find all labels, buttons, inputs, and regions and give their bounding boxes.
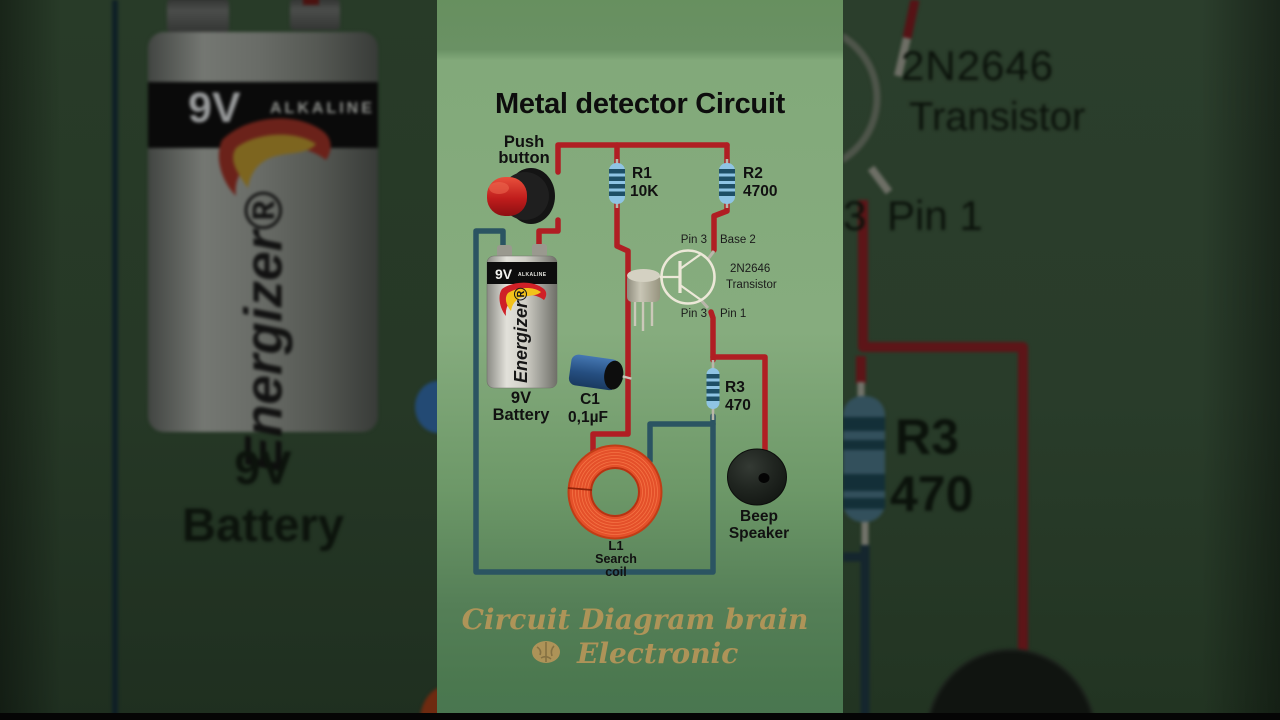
c1-value: 0,1µF bbox=[568, 409, 608, 426]
r3-red-stub bbox=[856, 356, 866, 384]
emitter-wire bbox=[708, 309, 716, 363]
pin3-partial: 3 bbox=[843, 192, 867, 239]
battery-9v: 9V ALKALINE Energizer® bbox=[486, 244, 558, 389]
resistor-r1 bbox=[609, 159, 625, 208]
r1-to-c1-wire bbox=[614, 201, 631, 377]
r3-name: R3 bbox=[725, 379, 745, 396]
page-title: Metal detector Circuit bbox=[495, 88, 786, 120]
battery-label-band: 9V ALKALINE bbox=[148, 82, 378, 148]
transistor-symbol bbox=[659, 249, 716, 309]
c1-name: C1 bbox=[580, 391, 600, 408]
watermark: Circuit Diagram brain Electronic bbox=[462, 603, 809, 670]
transistor-symbol-arc bbox=[843, 32, 881, 164]
pin-bottom-right: Pin 1 bbox=[720, 308, 746, 320]
ground-wire bbox=[473, 228, 716, 575]
left-zoom-content: 9V ALKALINE Energizer® 9V Battery bbox=[0, 0, 437, 720]
coil-label-2: coil bbox=[605, 565, 627, 579]
battery-caption-voltage: 9V bbox=[234, 441, 292, 494]
r2-value: 4700 bbox=[743, 183, 777, 200]
pin1-label: Pin 1 bbox=[887, 192, 983, 239]
coil-label-1: Search bbox=[595, 552, 637, 566]
r3-value: 470 bbox=[725, 397, 751, 414]
coil-name: L1 bbox=[608, 538, 623, 553]
transistor-word: Transistor bbox=[726, 279, 777, 291]
transistor-word: Transistor bbox=[909, 95, 1086, 139]
pin-top-right: Base 2 bbox=[720, 234, 756, 246]
transistor-part-number: 2N2646 bbox=[901, 42, 1055, 89]
r3-name-large: R3 bbox=[895, 409, 959, 465]
speaker-label-2: Speaker bbox=[729, 525, 789, 542]
battery-brand: Energizer® bbox=[511, 287, 531, 383]
lead-tip-2 bbox=[867, 165, 893, 195]
battery-caption-word: Battery bbox=[182, 498, 344, 551]
coil-return-wire bbox=[647, 421, 716, 464]
battery-caption-1: 9V bbox=[511, 389, 531, 407]
r1-name: R1 bbox=[632, 165, 652, 182]
c1-to-coil-wire bbox=[590, 371, 631, 455]
lead-tip bbox=[894, 37, 911, 77]
watermark-line2: Electronic bbox=[576, 637, 738, 670]
transistor-part: 2N2646 bbox=[730, 263, 770, 275]
letterbox-bar bbox=[0, 713, 1280, 720]
right-zoom-panel: 2N2646 Transistor 3 Pin 1 R3 470 bbox=[843, 0, 1280, 720]
teal-wire-large bbox=[843, 545, 870, 720]
capacitor-c1 bbox=[568, 354, 632, 391]
pin-bottom-left: Pin 3 bbox=[681, 308, 707, 320]
battery-print-type: ALKALINE bbox=[270, 100, 375, 117]
top-power-rail bbox=[555, 142, 730, 175]
terminal-positive bbox=[532, 244, 547, 257]
energizer-flash-icon bbox=[218, 118, 331, 196]
push-button-label-2: button bbox=[498, 149, 549, 167]
resistor-r3 bbox=[706, 360, 720, 420]
r3-resistor-large bbox=[843, 396, 885, 522]
r2-name: R2 bbox=[743, 165, 763, 182]
battery-terminal-positive bbox=[290, 0, 340, 30]
battery-brand: Energizer® bbox=[234, 191, 294, 473]
circuit-diagram: Metal detector Circuit bbox=[462, 88, 809, 670]
teal-wires bbox=[473, 228, 716, 575]
base-lead-tip bbox=[706, 250, 716, 260]
pin-top-left: Pin 3 bbox=[681, 234, 707, 246]
battery-large: 9V ALKALINE Energizer® bbox=[148, 0, 378, 472]
right-zoom-content: 2N2646 Transistor 3 Pin 1 R3 470 bbox=[843, 0, 1280, 720]
pin-labels: Pin 3 Base 2 2N2646 Transistor Pin 3 Pin… bbox=[681, 234, 777, 320]
right-zoom-drawing bbox=[843, 0, 1095, 720]
r1-value: 10K bbox=[630, 183, 659, 200]
battery-caption-2: Battery bbox=[493, 406, 551, 424]
search-coil bbox=[567, 444, 663, 540]
battery-terminal-negative bbox=[167, 0, 229, 32]
battery-print-type: ALKALINE bbox=[518, 272, 547, 278]
battery-band bbox=[487, 262, 557, 284]
component-labels: Push button R1 10K R2 4700 R3 470 9V Bat… bbox=[493, 133, 790, 579]
speaker-hole bbox=[758, 473, 770, 483]
battery-print-voltage: 9V bbox=[495, 266, 513, 282]
terminal-negative bbox=[497, 245, 512, 258]
blue-wire-large bbox=[112, 0, 118, 720]
brain-icon bbox=[532, 641, 560, 663]
red-wire-top bbox=[902, 0, 920, 39]
speaker-large bbox=[927, 648, 1095, 720]
speaker-label-1: Beep bbox=[740, 508, 778, 525]
push-button-label-1: Push bbox=[504, 133, 544, 151]
left-zoom-panel: 9V ALKALINE Energizer® 9V Battery bbox=[0, 0, 437, 720]
red-wire-large bbox=[858, 200, 1028, 652]
r3-value-large: 470 bbox=[890, 466, 974, 522]
battery-print-voltage: 9V bbox=[188, 84, 241, 132]
battery-body: 9V ALKALINE Energizer® bbox=[148, 32, 378, 472]
capacitor-edge-fragment bbox=[415, 381, 437, 433]
push-button bbox=[487, 168, 555, 224]
red-wire-tip bbox=[303, 0, 319, 5]
transistor-can bbox=[627, 269, 660, 331]
beep-speaker bbox=[727, 448, 787, 506]
battery-positive-wire bbox=[536, 217, 561, 255]
speaker-wire bbox=[710, 354, 768, 453]
circuit-diagram-panel: Metal detector Circuit bbox=[437, 0, 843, 720]
watermark-line1: Circuit Diagram brain bbox=[462, 603, 809, 636]
resistor-r2 bbox=[719, 159, 735, 208]
